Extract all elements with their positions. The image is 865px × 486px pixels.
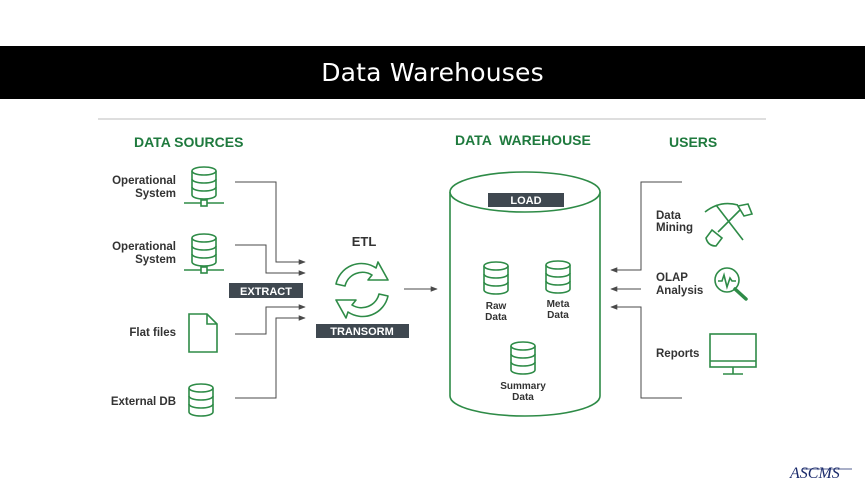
summary-data: Summary Data	[500, 341, 546, 403]
svg-text:Meta: Meta	[547, 299, 570, 310]
slide-title: Data Warehouses	[0, 46, 865, 99]
svg-text:TRANSORM: TRANSORM	[330, 326, 394, 338]
svg-text:Data: Data	[547, 310, 569, 321]
pickaxe-shovel-icon	[704, 202, 754, 247]
source-label-line2: System	[135, 188, 176, 200]
monitor-icon	[709, 333, 757, 375]
source-operational-system-1: Operational System	[112, 166, 224, 207]
source-label-line1: Operational	[112, 241, 176, 253]
database-icon	[188, 383, 214, 417]
user-olap-analysis: OLAP Analysis	[656, 267, 748, 301]
ascms-logo: ASCMS	[789, 465, 852, 482]
svg-text:Raw: Raw	[486, 301, 507, 312]
file-icon	[188, 313, 218, 353]
source-connectors	[235, 181, 306, 399]
svg-text:Data: Data	[512, 392, 534, 403]
database-server-icon	[184, 166, 224, 207]
transform-label: TRANSORM	[316, 324, 409, 338]
source-label: Flat files	[129, 327, 176, 339]
source-label-line1: Operational	[112, 175, 176, 187]
user-label-line1: Data	[656, 210, 682, 222]
heading-users: USERS	[669, 134, 717, 150]
cycle-arrows-icon	[335, 261, 389, 319]
database-icon	[545, 260, 571, 294]
database-icon	[510, 341, 536, 375]
source-operational-system-2: Operational System	[112, 233, 224, 274]
user-data-mining: Data Mining	[656, 202, 754, 247]
svg-text:ASCMS: ASCMS	[789, 465, 840, 482]
heading-data-sources: DATA SOURCES	[134, 134, 243, 150]
warehouse-cylinder	[449, 171, 601, 417]
raw-data: Raw Data	[483, 261, 509, 323]
heading-data-warehouse: DATA WAREHOUSE	[455, 132, 591, 148]
svg-text:LOAD: LOAD	[510, 195, 541, 207]
user-label: Reports	[656, 348, 699, 360]
source-label: External DB	[111, 396, 176, 408]
user-reports: Reports	[656, 333, 757, 375]
svg-text:Data: Data	[485, 312, 507, 323]
svg-text:EXTRACT: EXTRACT	[240, 286, 292, 298]
database-icon	[483, 261, 509, 295]
user-connectors	[610, 181, 682, 399]
magnifier-chart-icon	[714, 267, 748, 301]
user-label-line2: Mining	[656, 222, 693, 234]
database-server-icon	[184, 233, 224, 274]
user-label-line1: OLAP	[656, 272, 688, 284]
user-label-line2: Analysis	[656, 285, 703, 297]
load-label: LOAD	[488, 193, 564, 207]
source-flat-files: Flat files	[129, 313, 218, 353]
etl-label: ETL	[352, 234, 377, 249]
extract-label: EXTRACT	[229, 283, 303, 298]
source-label-line2: System	[135, 254, 176, 266]
svg-text:Summary: Summary	[500, 381, 546, 392]
meta-data: Meta Data	[545, 260, 571, 321]
source-external-db: External DB	[111, 383, 214, 417]
